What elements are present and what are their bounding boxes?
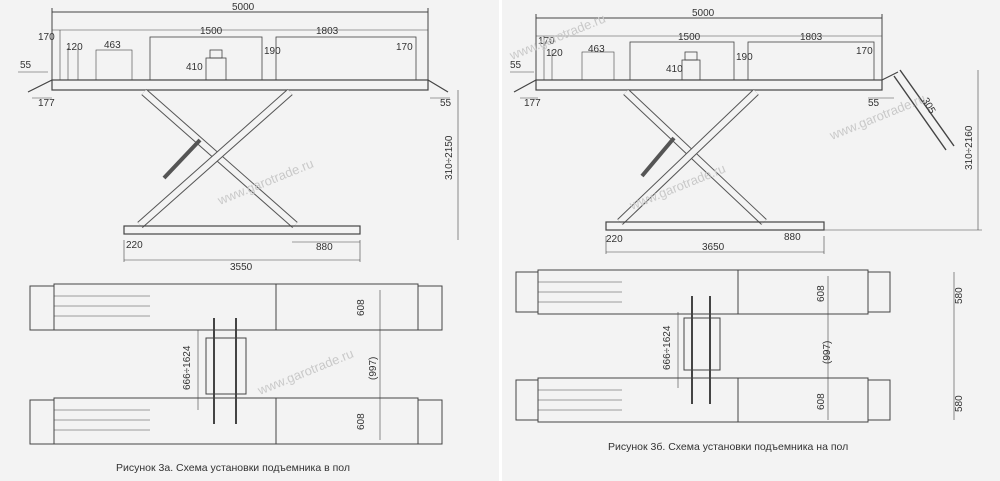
dim-total-length: 5000	[232, 2, 255, 13]
dim-1500: 1500	[200, 26, 223, 37]
dim-55-right: 55	[440, 98, 452, 109]
dim-170-right: 170	[396, 42, 413, 53]
dim-range: 666÷1624	[182, 345, 193, 390]
caption-a: Рисунок 3а. Схема установки подъемника в…	[116, 462, 351, 474]
dim-range: 666÷1624	[662, 325, 673, 370]
dim-580-top: 580	[954, 287, 965, 304]
dim-170-right: 170	[856, 46, 873, 57]
dim-1803: 1803	[800, 32, 823, 43]
dim-220: 220	[126, 240, 143, 251]
dim-1500: 1500	[678, 32, 701, 43]
watermark: www.garotrade.ru	[255, 346, 356, 398]
dim-base: 3550	[230, 262, 253, 273]
dim-997: (997)	[822, 341, 833, 364]
dim-177: 177	[38, 98, 55, 109]
dim-608-bottom: 608	[816, 393, 827, 410]
dim-608-bottom: 608	[356, 413, 367, 430]
dim-880: 880	[316, 242, 333, 253]
dim-190: 190	[264, 46, 281, 57]
figure-panel-b: 5000 170 120 463 1500 1803 190 170 410 5…	[502, 0, 1000, 481]
drawing-a: 5000 170 120 463 1500 1803 190 170 410 5…	[18, 2, 459, 445]
dim-580-bottom: 580	[954, 395, 965, 412]
panel-divider	[499, 0, 503, 481]
dim-170-left: 170	[538, 36, 555, 47]
dim-410: 410	[186, 62, 203, 73]
dim-177: 177	[524, 98, 541, 109]
dim-997: (997)	[368, 357, 379, 380]
dim-55-left: 55	[510, 60, 522, 71]
dim-55-right: 55	[868, 98, 880, 109]
dim-463: 463	[104, 40, 121, 51]
dim-1803: 1803	[316, 26, 339, 37]
dim-880: 880	[784, 232, 801, 243]
dim-120: 120	[66, 42, 83, 53]
drawing-b: 5000 170 120 463 1500 1803 190 170 410 5…	[507, 8, 982, 423]
dim-height: 310÷2160	[964, 125, 975, 170]
dim-463: 463	[588, 44, 605, 55]
dim-170-left: 170	[38, 32, 55, 43]
dim-608-top: 608	[816, 285, 827, 302]
dim-608-top: 608	[356, 299, 367, 316]
dim-height: 310÷2150	[444, 135, 455, 180]
dim-190: 190	[736, 52, 753, 63]
figure-panel-a: 5000 170 120 463 1500 1803 190 170 410 5…	[0, 0, 500, 481]
dim-55-left: 55	[20, 60, 32, 71]
dim-220: 220	[606, 234, 623, 245]
dim-total-length: 5000	[692, 8, 715, 19]
dim-410: 410	[666, 64, 683, 75]
dim-120: 120	[546, 48, 563, 59]
caption-b: Рисунок 3б. Схема установки подъемника н…	[608, 441, 849, 453]
dim-base: 3650	[702, 242, 725, 253]
